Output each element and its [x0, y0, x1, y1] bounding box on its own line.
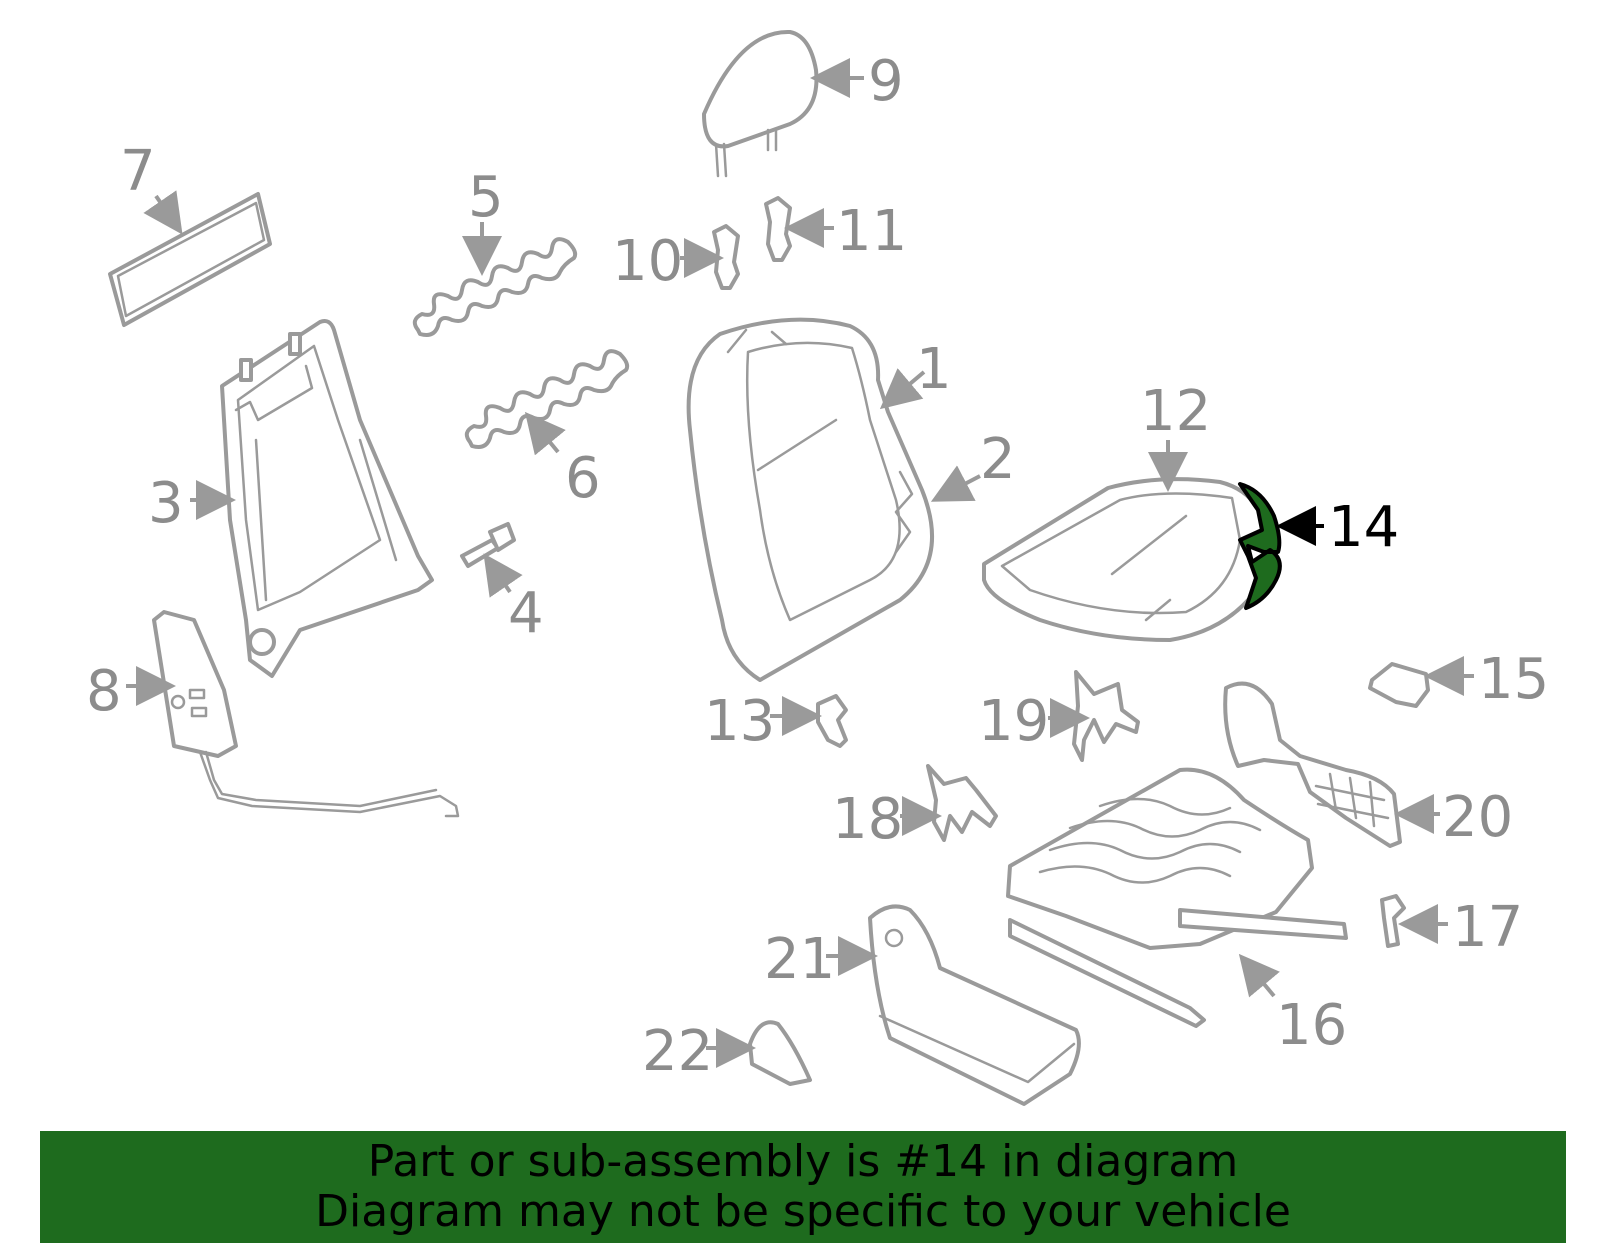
- part-10-guide[interactable]: [712, 224, 740, 290]
- callout-20[interactable]: 20: [1442, 785, 1513, 850]
- callout-8[interactable]: 8: [86, 659, 122, 724]
- part-18-bracket[interactable]: [926, 764, 998, 842]
- callout-7[interactable]: 7: [120, 139, 156, 204]
- callout-10[interactable]: 10: [612, 229, 683, 294]
- callout-3[interactable]: 3: [148, 471, 184, 536]
- part-6-spring[interactable]: [464, 349, 630, 449]
- part-3-seatback-frame[interactable]: [220, 319, 434, 678]
- arrow-4: [483, 553, 523, 598]
- callout-13[interactable]: 13: [704, 689, 775, 754]
- callout-17[interactable]: 17: [1452, 895, 1523, 960]
- arrow-2: [930, 465, 981, 502]
- part-4-bolt[interactable]: [460, 522, 516, 568]
- part-9-headrest[interactable]: [702, 29, 819, 178]
- part-7-label[interactable]: [108, 192, 272, 327]
- callout-14[interactable]: 14: [1328, 495, 1399, 560]
- part-1-seatback-cover[interactable]: [686, 317, 934, 682]
- arrow-7: [143, 190, 183, 235]
- part-22-trim-cap[interactable]: [748, 1020, 812, 1086]
- info-banner: Part or sub-assembly is #14 in diagram D…: [40, 1131, 1566, 1243]
- callout-6[interactable]: 6: [565, 446, 601, 511]
- arrow-16: [1238, 953, 1280, 998]
- callout-4[interactable]: 4: [508, 581, 544, 646]
- callout-22[interactable]: 22: [642, 1019, 713, 1084]
- part-8-switch-panel[interactable]: [152, 610, 460, 818]
- part-12-seat-cushion[interactable]: [982, 477, 1270, 642]
- callout-11[interactable]: 11: [836, 199, 907, 264]
- part-15-connector[interactable]: [1368, 662, 1430, 708]
- arrow-1: [879, 368, 926, 410]
- callout-9[interactable]: 9: [868, 49, 904, 114]
- part-13-clip[interactable]: [816, 694, 848, 748]
- callout-15[interactable]: 15: [1478, 647, 1549, 712]
- banner-line-1: Part or sub-assembly is #14 in diagram: [367, 1136, 1239, 1187]
- callout-16[interactable]: 16: [1276, 993, 1347, 1058]
- part-17-bolt[interactable]: [1380, 894, 1406, 948]
- part-20-side-panel[interactable]: [1223, 681, 1402, 848]
- callout-12[interactable]: 12: [1140, 379, 1211, 444]
- callout-19[interactable]: 19: [978, 689, 1049, 754]
- arrow-6: [524, 411, 566, 456]
- part-14-highlighted-trim[interactable]: [1238, 482, 1282, 610]
- callout-18[interactable]: 18: [832, 787, 903, 852]
- banner-line-2: Diagram may not be specific to your vehi…: [315, 1186, 1291, 1237]
- part-5-spring[interactable]: [412, 237, 578, 337]
- part-19-bracket[interactable]: [1072, 670, 1140, 762]
- callout-21[interactable]: 21: [764, 927, 835, 992]
- callout-1[interactable]: 1: [916, 337, 952, 402]
- part-21-side-cover[interactable]: [868, 904, 1081, 1106]
- callout-5[interactable]: 5: [468, 165, 504, 230]
- part-11-guide[interactable]: [764, 196, 792, 262]
- part-16-seat-frame[interactable]: [1006, 767, 1348, 1028]
- callout-2[interactable]: 2: [980, 427, 1016, 492]
